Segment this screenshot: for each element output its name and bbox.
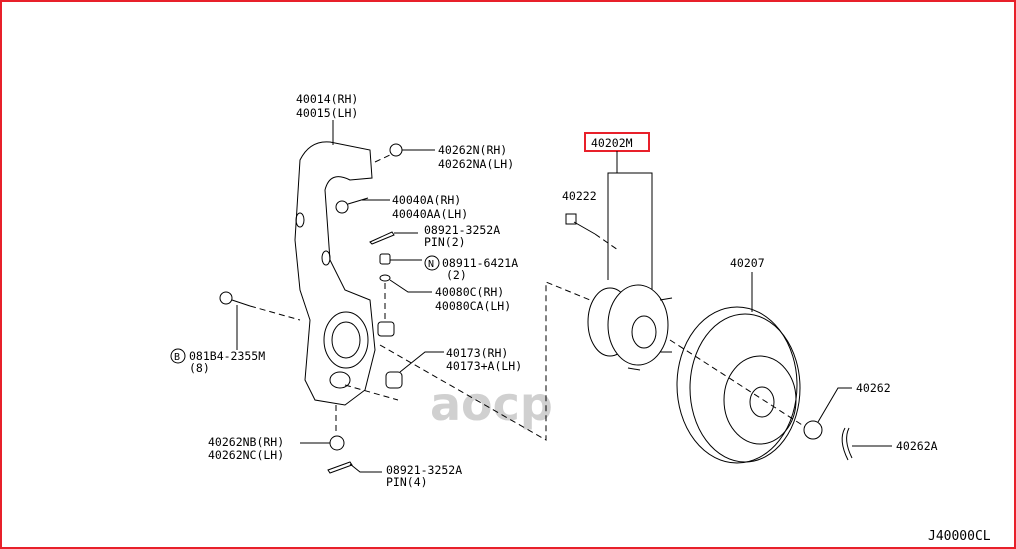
label-pin-bottom-qty: PIN(4)	[386, 475, 428, 489]
watermark: aocp	[430, 377, 553, 431]
label-40262nb: 40262NB(RH)	[208, 435, 284, 449]
bushing-upper	[377, 321, 395, 337]
steering-knuckle	[294, 141, 376, 406]
wheel-hub-40202m	[587, 284, 673, 371]
label-08911: 08911-6421A	[442, 256, 518, 270]
label-40015: 40015(LH)	[296, 106, 358, 120]
pin-top	[369, 231, 395, 245]
brake-rotor-40207	[676, 306, 801, 464]
label-081b4-qty: (8)	[189, 361, 210, 375]
mark-b: B	[174, 352, 180, 363]
nut-40262nb	[329, 435, 345, 451]
nut-40262n	[389, 143, 403, 157]
diagram-code: J40000CL	[928, 529, 991, 544]
mark-n: N	[428, 259, 434, 270]
label-081b4: 081B4-2355M	[189, 349, 265, 363]
nut-08911	[379, 253, 391, 265]
label-40207: 40207	[730, 256, 765, 270]
label-40202m: 40202M	[591, 136, 633, 150]
cotter-pin-40262a	[841, 427, 853, 461]
label-pin-bottom: 08921-3252A	[386, 463, 462, 477]
label-pin-top: 08921-3252A	[424, 223, 500, 237]
label-40262n: 40262N(RH)	[438, 143, 507, 157]
label-40262na: 40262NA(LH)	[438, 157, 514, 171]
label-40222: 40222	[562, 189, 597, 203]
label-40080c: 40080C(RH)	[435, 285, 504, 299]
bushing-40173	[385, 371, 403, 389]
label-40262: 40262	[856, 381, 891, 395]
bolt-40040a	[335, 197, 369, 214]
hub-nut-40262	[803, 420, 823, 440]
label-08911-qty: (2)	[446, 268, 467, 282]
pin-bottom	[327, 461, 353, 474]
bolt-081b4	[219, 291, 251, 307]
label-40262nc: 40262NC(LH)	[208, 448, 284, 462]
label-40262a: 40262A	[896, 439, 938, 453]
label-40014: 40014(RH)	[296, 92, 358, 106]
label-40040a: 40040A(RH)	[392, 193, 461, 207]
label-40173: 40173(RH)	[446, 346, 508, 360]
label-40080ca: 40080CA(LH)	[435, 299, 511, 313]
hub-bolt-40222	[565, 213, 596, 235]
washer-40080c	[379, 274, 391, 282]
label-40173a: 40173+A(LH)	[446, 359, 522, 373]
label-40040aa: 40040AA(LH)	[392, 207, 468, 221]
label-pin-top-qty: PIN(2)	[424, 235, 466, 249]
